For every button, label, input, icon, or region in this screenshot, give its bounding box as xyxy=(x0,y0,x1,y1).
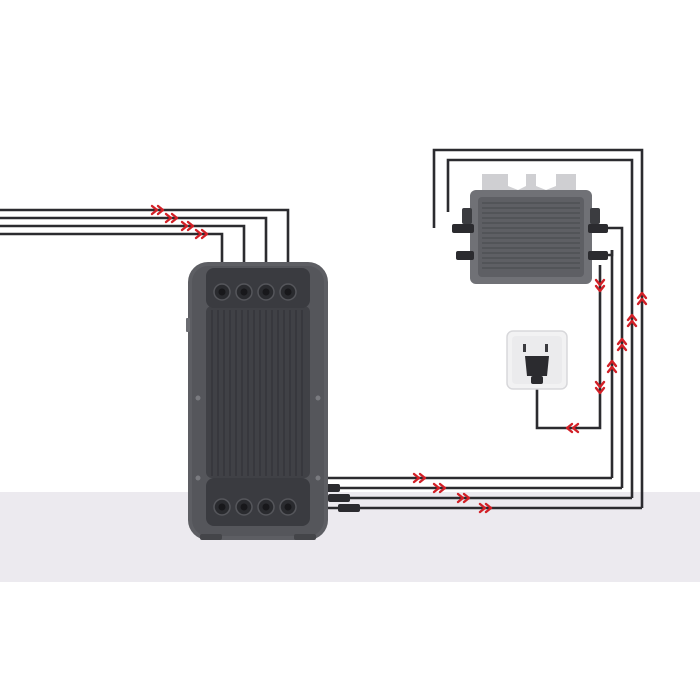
wall-socket xyxy=(506,330,568,390)
top-port-socket xyxy=(284,288,292,296)
top-port-socket xyxy=(240,288,248,296)
battery-unit xyxy=(186,262,328,540)
bottom-port-socket xyxy=(240,503,248,511)
solar-cable-1 xyxy=(0,208,290,287)
heatsink-fins xyxy=(211,310,303,476)
bottom-port-socket xyxy=(218,503,226,511)
top-ports xyxy=(213,283,297,301)
micro-inverter xyxy=(452,174,608,284)
top-port-socket xyxy=(262,288,270,296)
inverter-fins xyxy=(482,202,580,269)
inverter-loop-outer xyxy=(432,148,644,508)
inverter-loop-inner xyxy=(446,158,634,498)
bottom-port-socket xyxy=(284,503,292,511)
bottom-port-socket xyxy=(262,503,270,511)
bottom-ports xyxy=(213,498,297,516)
top-port-socket xyxy=(218,288,226,296)
